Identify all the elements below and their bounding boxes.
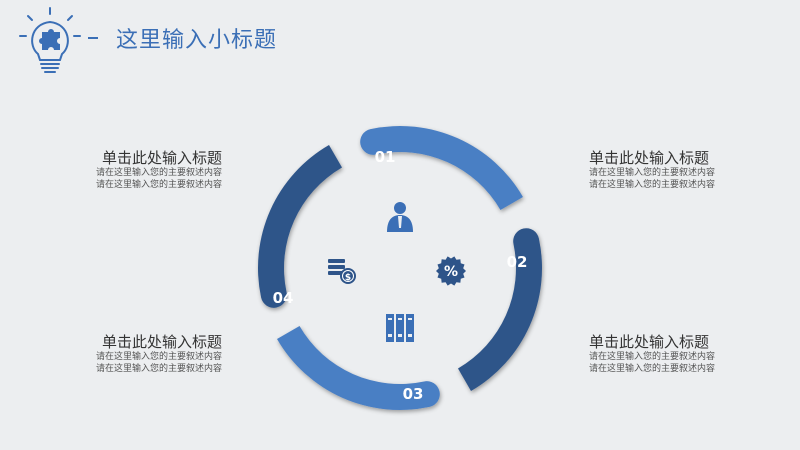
- block-heading[interactable]: 单击此处输入标题: [589, 149, 710, 167]
- ring-segment-01[interactable]: [360, 126, 523, 210]
- svg-text:$: $: [345, 273, 351, 283]
- block-heading[interactable]: 单击此处输入标题: [589, 333, 710, 351]
- lightbulb-puzzle-icon: [19, 7, 81, 73]
- svg-text:%: %: [444, 264, 458, 280]
- text-block-top-right: 单击此处输入标题 请在这里输入您的主要叙述内容 请在这里输入您的主要叙述内容: [589, 149, 789, 191]
- title-dash: [88, 37, 98, 39]
- ring-segment-02[interactable]: [458, 228, 542, 391]
- block-line[interactable]: 请在这里输入您的主要叙述内容: [95, 168, 222, 178]
- block-line[interactable]: 请在这里输入您的主要叙述内容: [589, 364, 716, 374]
- block-line[interactable]: 请在这里输入您的主要叙述内容: [589, 352, 716, 362]
- percent-badge-icon: %: [436, 256, 466, 286]
- segment-number-01: 01: [375, 148, 396, 166]
- block-line[interactable]: 请在这里输入您的主要叙述内容: [589, 168, 716, 178]
- segment-number-03: 03: [403, 385, 424, 403]
- block-heading[interactable]: 单击此处输入标题: [101, 149, 222, 167]
- segment-number-02: 02: [507, 253, 528, 271]
- text-block-bottom-left: 单击此处输入标题 请在这里输入您的主要叙述内容 请在这里输入您的主要叙述内容: [22, 333, 222, 375]
- block-line[interactable]: 请在这里输入您的主要叙述内容: [95, 364, 222, 374]
- person-icon: [387, 202, 413, 232]
- coins-icon: $: [328, 259, 356, 284]
- block-line[interactable]: 请在这里输入您的主要叙述内容: [589, 180, 716, 190]
- block-line[interactable]: 请在这里输入您的主要叙述内容: [95, 180, 222, 190]
- ring-segment-03[interactable]: [277, 326, 440, 411]
- page-title: 这里输入小标题: [116, 28, 278, 53]
- segment-number-04: 04: [273, 289, 294, 307]
- text-block-top-left: 单击此处输入标题 请在这里输入您的主要叙述内容 请在这里输入您的主要叙述内容: [22, 149, 222, 191]
- block-heading[interactable]: 单击此处输入标题: [101, 333, 222, 351]
- binders-icon: [386, 314, 414, 342]
- text-block-bottom-right: 单击此处输入标题 请在这里输入您的主要叙述内容 请在这里输入您的主要叙述内容: [589, 333, 789, 375]
- block-line[interactable]: 请在这里输入您的主要叙述内容: [95, 352, 222, 362]
- ring-segment-04[interactable]: [257, 145, 342, 308]
